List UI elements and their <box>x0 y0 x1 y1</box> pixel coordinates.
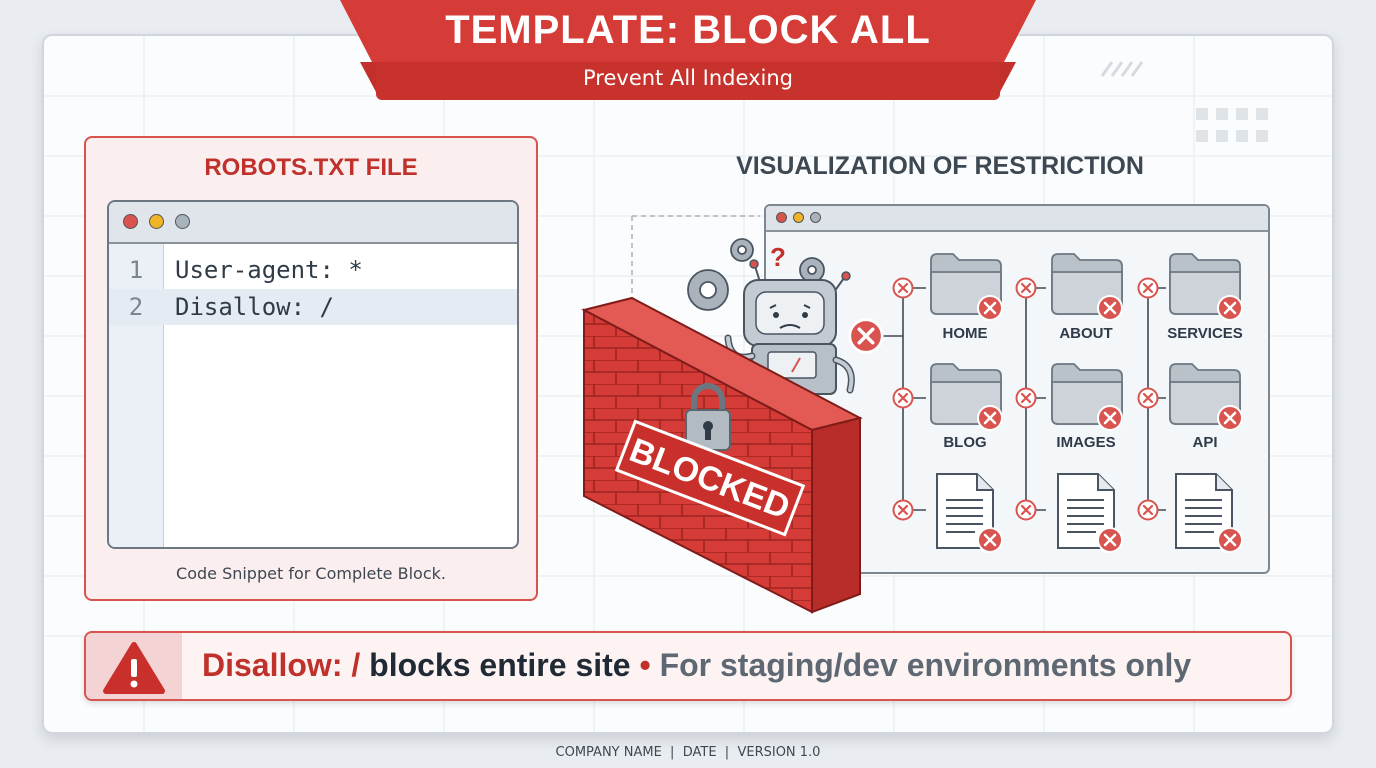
blocked-icon <box>892 499 914 521</box>
blocked-icon <box>1096 526 1124 554</box>
maximize-dot-icon <box>810 212 821 223</box>
blocked-icon <box>1137 277 1159 299</box>
blocked-icon <box>1137 387 1159 409</box>
warning-directive: Disallow: / <box>202 647 361 683</box>
line-number: 2 <box>128 293 144 321</box>
warning-icon <box>103 642 165 694</box>
line-number: 1 <box>128 256 144 284</box>
code-text: User-agent: * <box>175 256 363 284</box>
robots-panel-title: ROBOTS.TXT FILE <box>204 154 418 181</box>
visualization-title: VISUALIZATION OF RESTRICTION <box>736 152 1144 180</box>
folder-label-about: ABOUT <box>1059 325 1113 342</box>
warning-icon-box <box>86 633 182 699</box>
warning-bar: Disallow: / blocks entire site • For sta… <box>84 631 1292 701</box>
root-blocked-icon <box>848 318 884 354</box>
folder-label-home: HOME <box>942 325 988 342</box>
folder-label-services: SERVICES <box>1167 325 1243 342</box>
footer-separator: | <box>661 745 683 760</box>
blocked-icon <box>892 387 914 409</box>
folder-label-blog: BLOG <box>943 434 987 451</box>
banner-shape <box>340 0 1036 100</box>
footer-date: DATE <box>682 745 717 760</box>
folder-label-images: IMAGES <box>1056 434 1116 451</box>
close-dot-icon <box>776 212 787 223</box>
question-mark-icon: ? <box>770 242 786 272</box>
warning-separator: • <box>630 647 660 683</box>
blocked-icon <box>1096 294 1124 322</box>
editor-title-bar <box>109 202 517 244</box>
minimize-dot-icon <box>149 214 164 229</box>
blocked-icon <box>1015 387 1037 409</box>
blocked-icon <box>1096 404 1124 432</box>
footer-company: COMPANY NAME <box>555 745 662 760</box>
minimize-dot-icon <box>793 212 804 223</box>
dashed-guide <box>631 215 760 300</box>
folder-label-api: API <box>1192 434 1218 451</box>
footer-version: VERSION 1.0 <box>737 745 821 760</box>
blocked-icon <box>1137 499 1159 521</box>
code-line: 2 Disallow: / <box>109 289 517 325</box>
warning-usage: For staging/dev environments only <box>659 647 1192 683</box>
warning-text: Disallow: / blocks entire site • For sta… <box>202 647 1191 684</box>
warning-effect: blocks entire site <box>360 647 631 683</box>
browser-title-bar <box>766 206 1268 232</box>
robots-panel: ROBOTS.TXT FILE 1 User-agent: * 2 Disall… <box>84 136 538 601</box>
header-banner: TEMPLATE: BLOCK ALL Prevent All Indexing <box>340 0 1036 100</box>
page-subtitle: Prevent All Indexing <box>583 66 793 90</box>
footer-separator: | <box>716 745 738 760</box>
code-editor: 1 User-agent: * 2 Disallow: / <box>107 200 519 549</box>
blocked-icon <box>1216 526 1244 554</box>
footer: COMPANY NAME | DATE | VERSION 1.0 <box>0 745 1376 760</box>
brick-wall: BLOCKED <box>581 296 863 614</box>
maximize-dot-icon <box>175 214 190 229</box>
close-dot-icon <box>123 214 138 229</box>
code-line: 1 User-agent: * <box>109 252 517 288</box>
code-caption: Code Snippet for Complete Block. <box>176 564 446 583</box>
blocked-icon <box>976 404 1004 432</box>
blocked-icon <box>892 277 914 299</box>
blocked-icon <box>1216 404 1244 432</box>
blocked-icon <box>976 294 1004 322</box>
blocked-icon <box>1015 277 1037 299</box>
blocked-icon <box>1015 499 1037 521</box>
blocked-icon <box>1216 294 1244 322</box>
blocked-icon <box>976 526 1004 554</box>
code-text: Disallow: / <box>175 293 334 321</box>
page-title: TEMPLATE: BLOCK ALL <box>445 8 931 52</box>
